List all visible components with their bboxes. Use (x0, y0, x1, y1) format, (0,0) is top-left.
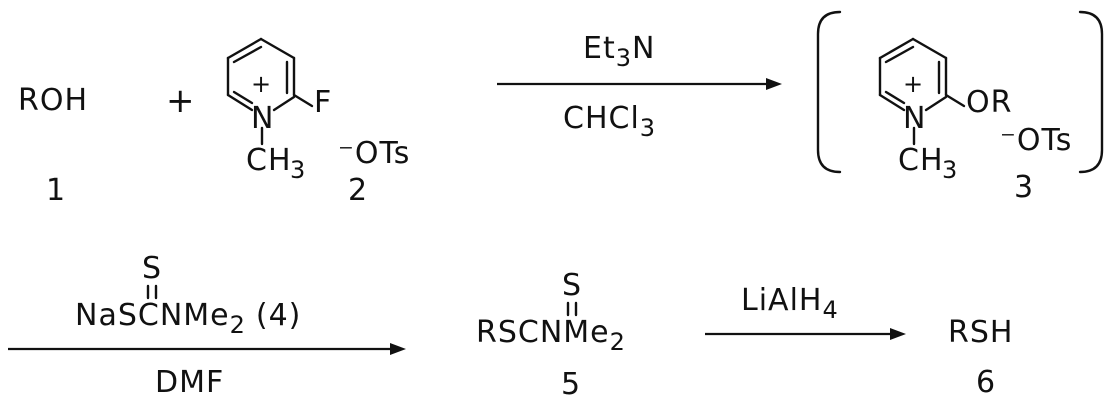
intermediate-3-charge: + (903, 70, 924, 98)
reactant-2-fluorine: F (314, 85, 332, 120)
step-1-reagent-main: Et (583, 31, 616, 66)
reactant-1-formula: ROH (18, 83, 88, 118)
reactant-1-number: 1 (46, 173, 66, 208)
intermediate-3-number: 3 (1014, 170, 1034, 205)
step-1-solvent-subscript: 3 (640, 114, 656, 142)
intermediate-3-methyl-subscript: 3 (942, 156, 958, 184)
plus-sign: + (166, 81, 196, 121)
step-2-reagent: NaSCNMe2 (4) (75, 298, 301, 339)
step-3-reagent-main: LiAlH (741, 283, 822, 318)
step-2-thio-sulfur: S (142, 251, 162, 286)
pyridinium-ring-3 (878, 37, 966, 146)
reactant-2-counterion: ⁻OTs (338, 136, 410, 171)
step-1-solvent-main: CHCl (563, 101, 640, 136)
step-1-reagent: Et3N (583, 31, 655, 72)
intermediate-brackets (816, 10, 1104, 174)
reaction-arrow-3 (705, 328, 906, 340)
product-5-formula-main: RSCNMe (476, 315, 610, 350)
step-2-thiocarbonyl-bond (146, 284, 158, 300)
intermediate-3-alkoxy: OR (966, 85, 1012, 120)
intermediate-3-counterion: ⁻OTs (1000, 123, 1072, 158)
reactant-2-methyl-subscript: 3 (290, 156, 306, 184)
step-2-solvent: DMF (155, 365, 224, 400)
step-1-reagent-tail: N (632, 31, 655, 66)
intermediate-3-ring-nitrogen: N (903, 101, 926, 136)
product-6-formula: RSH (948, 315, 1013, 350)
product-5-number: 5 (561, 367, 581, 402)
step-2-reagent-subscript: 2 (230, 311, 246, 339)
step-3-reagent-subscript: 4 (822, 296, 838, 324)
product-5-thiocarbonyl-bond (566, 301, 578, 317)
step-3-reagent: LiAlH4 (741, 283, 839, 324)
product-5-formula-subscript: 2 (610, 328, 626, 356)
product-5-formula: RSCNMe2 (476, 315, 626, 356)
pyridinium-ring-2 (226, 37, 314, 146)
product-6-number: 6 (976, 365, 996, 400)
step-1-reagent-subscript: 3 (616, 44, 632, 72)
reactant-2-charge: + (251, 70, 272, 98)
step-1-solvent: CHCl3 (563, 101, 656, 142)
product-5-thio-sulfur: S (562, 268, 582, 303)
reactant-2-methyl: CH (246, 143, 292, 178)
reaction-arrow-2 (8, 343, 406, 355)
reactant-2-number: 2 (348, 173, 368, 208)
intermediate-3-methyl: CH (898, 143, 944, 178)
step-2-reagent-main: NaSCNMe (75, 298, 230, 333)
reactant-2-ring-nitrogen: N (251, 101, 274, 136)
step-2-reagent-label: (4) (256, 298, 302, 333)
reaction-arrow-1 (497, 78, 782, 90)
